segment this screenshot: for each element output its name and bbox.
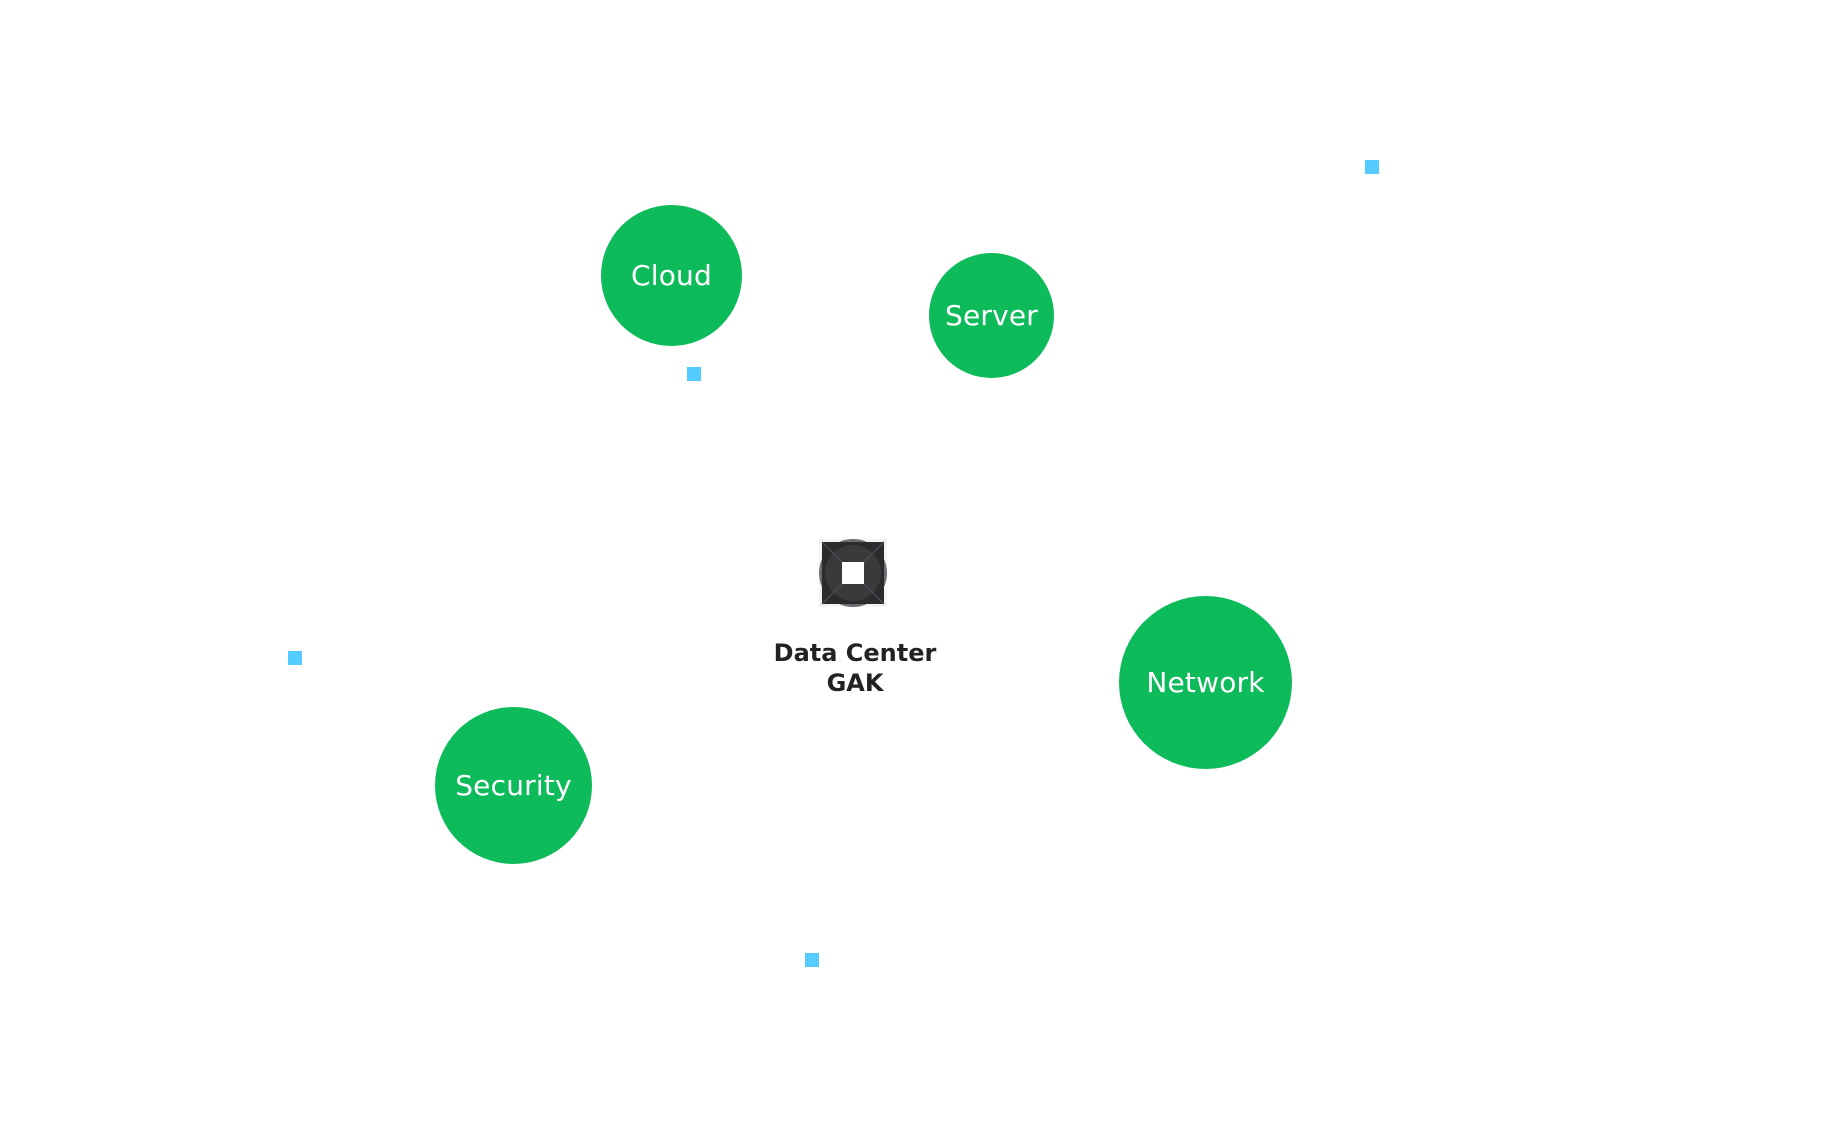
hub-data-center[interactable]: [818, 538, 888, 608]
node-network-label: Network: [1146, 666, 1265, 699]
hub-label: Data Center GAK: [740, 638, 970, 698]
node-security[interactable]: Security: [435, 707, 592, 864]
node-cloud-label: Cloud: [631, 259, 712, 292]
hub-label-line2: GAK: [826, 669, 884, 697]
server-square-icon: [819, 539, 887, 607]
node-server-label: Server: [944, 299, 1039, 332]
hub-label-line1: Data Center: [773, 639, 937, 667]
node-cloud[interactable]: Cloud: [601, 205, 742, 346]
particle-square: [1365, 160, 1379, 174]
particle-square: [805, 953, 819, 967]
particle-square: [687, 367, 701, 381]
node-network[interactable]: Network: [1119, 596, 1292, 769]
particle-square: [288, 651, 302, 665]
node-security-label: Security: [455, 769, 572, 802]
node-server[interactable]: Server: [929, 253, 1054, 378]
